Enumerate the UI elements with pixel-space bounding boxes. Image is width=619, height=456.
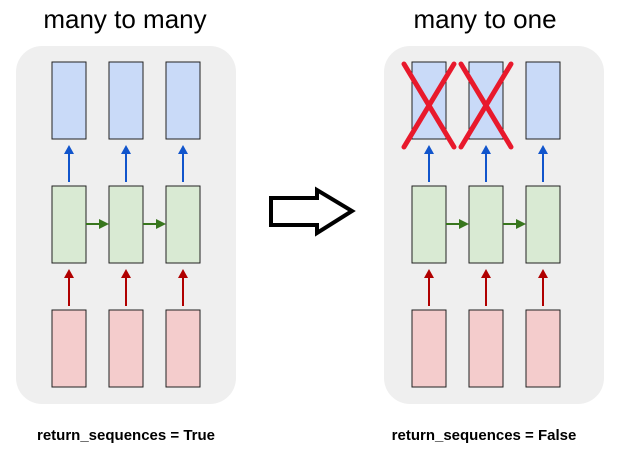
right-input-box-1	[411, 309, 447, 388]
right-arrow-input-to-hidden-3-head	[538, 269, 548, 278]
left-recurrent-arrow-1-head	[99, 219, 109, 229]
left-input-box-3	[165, 309, 201, 388]
right-hidden-box-3	[525, 185, 561, 264]
left-arrow-hidden-to-output-1-head	[64, 145, 74, 154]
left-hidden-box-3	[165, 185, 201, 264]
left-output-box-3	[165, 61, 201, 140]
right-arrow-input-to-hidden-2-head	[481, 269, 491, 278]
left-recurrent-arrow-2-head	[156, 219, 166, 229]
left-arrow-input-to-hidden-3-head	[178, 269, 188, 278]
right-arrow-hidden-to-output-1-head	[424, 145, 434, 154]
right-hidden-box-2	[468, 185, 504, 264]
caption-return-sequences-true: return_sequences = True	[37, 427, 215, 444]
left-output-box-2	[108, 61, 144, 140]
title-many-to-one: many to one	[413, 4, 557, 34]
left-arrow-input-to-hidden-1-head	[64, 269, 74, 278]
left-hidden-box-2	[108, 185, 144, 264]
left-arrow-input-to-hidden-2-head	[121, 269, 131, 278]
title-many-to-many: many to many	[43, 4, 207, 34]
right-recurrent-arrow-1-head	[459, 219, 469, 229]
left-hidden-box-1	[51, 185, 87, 264]
right-arrow-input-to-hidden-1-head	[424, 269, 434, 278]
right-recurrent-arrow-2-head	[516, 219, 526, 229]
right-output-box-3	[525, 61, 561, 140]
right-input-box-3	[525, 309, 561, 388]
right-input-box-2	[468, 309, 504, 388]
left-output-box-1	[51, 61, 87, 140]
right-arrow-hidden-to-output-2-head	[481, 145, 491, 154]
left-input-box-2	[108, 309, 144, 388]
left-input-box-1	[51, 309, 87, 388]
right-arrow-hidden-to-output-3-head	[538, 145, 548, 154]
left-arrow-hidden-to-output-2-head	[121, 145, 131, 154]
right-hidden-box-1	[411, 185, 447, 264]
transform-arrow-icon	[269, 186, 356, 237]
left-arrow-hidden-to-output-3-head	[178, 145, 188, 154]
right-cross-2-b	[458, 61, 514, 150]
right-cross-1-b	[401, 61, 457, 150]
caption-return-sequences-false: return_sequences = False	[391, 427, 577, 444]
